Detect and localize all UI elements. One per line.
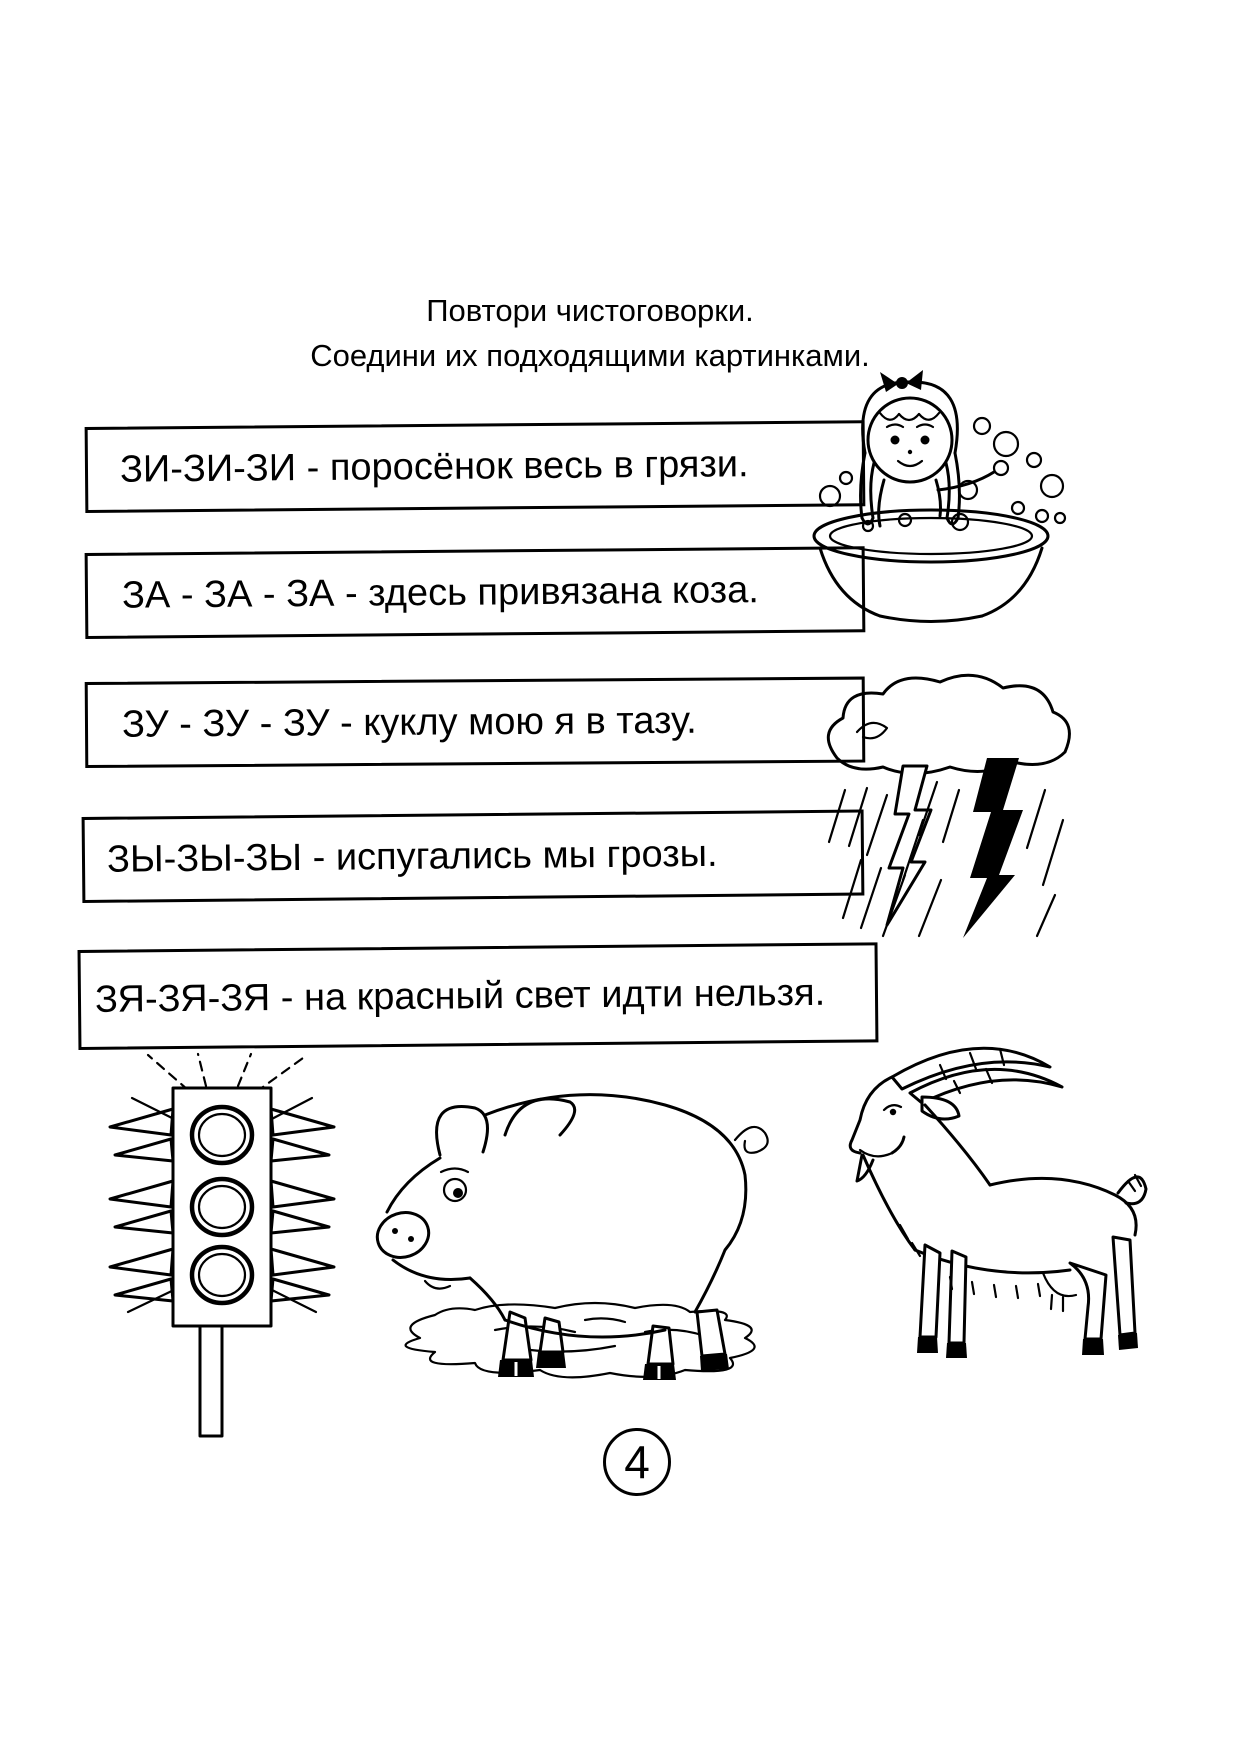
storm-cloud-icon [826,673,1071,938]
title-line-1: Повтори чистоговорки. [426,293,754,328]
page-title: Повтори чистоговорки. Соедини их подходя… [170,288,1010,378]
bathing-girl-icon [812,370,1067,623]
storm-cloud-lightning-illustration[interactable] [815,670,1080,940]
phrase-text: ЗЫ-ЗЫ-ЗЫ - испугались мы грозы. [106,832,718,881]
title-line-2: Соедини их подходящими картинками. [310,338,870,373]
phrase-text: ЗЯ-ЗЯ-ЗЯ - на красный свет идти нельзя. [94,971,826,1021]
phrase-text: ЗА - ЗА - ЗА - здесь привязана коза. [121,568,759,617]
pig-in-puddle-illustration[interactable] [355,1080,775,1390]
page-number: 4 [624,1436,650,1488]
traffic-light-icon [108,1052,336,1438]
phrase-box-zya[interactable]: ЗЯ-ЗЯ-ЗЯ - на красный свет идти нельзя. [77,942,879,1050]
phrase-box-za[interactable]: ЗА - ЗА - ЗА - здесь привязана коза. [84,546,866,639]
pig-in-puddle-icon [375,1093,769,1380]
bathing-girl-illustration[interactable] [810,368,1078,630]
phrase-text: ЗИ-ЗИ-ЗИ - поросёнок весь в грязи. [119,442,749,491]
phrase-text: ЗУ - ЗУ - ЗУ - куклу мою я в тазу. [121,699,697,746]
phrase-box-zi[interactable]: ЗИ-ЗИ-ЗИ - поросёнок весь в грязи. [84,420,866,513]
page-number-circle: 4 [603,1428,671,1496]
goat-illustration[interactable] [830,1035,1150,1365]
goat-icon [848,1046,1148,1358]
phrase-box-zu[interactable]: ЗУ - ЗУ - ЗУ - куклу мою я в тазу. [84,676,866,768]
phrase-box-zy[interactable]: ЗЫ-ЗЫ-ЗЫ - испугались мы грозы. [81,809,865,903]
traffic-light-illustration[interactable] [70,1050,340,1440]
